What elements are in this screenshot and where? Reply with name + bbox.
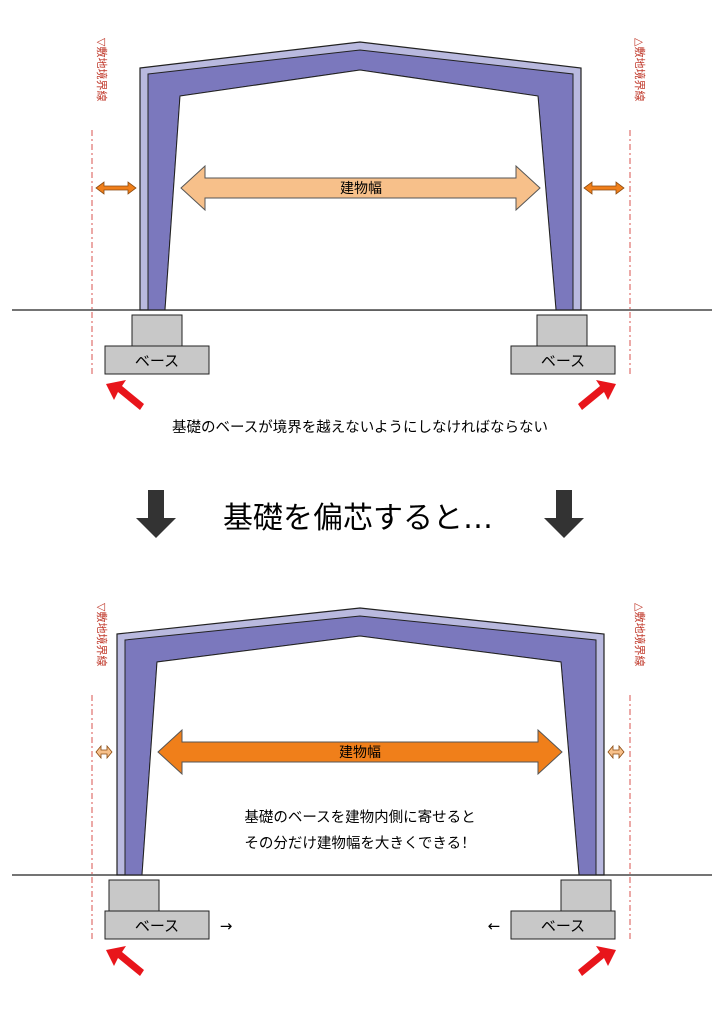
gap-arrow-left-bottom xyxy=(95,744,113,760)
down-arrow-left xyxy=(136,490,176,538)
top-caption: 基礎のベースが境界を越えないようにしなければならない xyxy=(172,418,548,436)
bottom-caption-line1: 基礎のベースを建物内側に寄せると xyxy=(244,808,475,826)
down-arrow-right xyxy=(544,490,584,538)
base-left-top xyxy=(104,345,210,375)
red-arrow-left-top xyxy=(106,380,144,410)
bottom-diagram: ▽敷地境界線 △敷地境界線 ベース → ベース ← 建物幅 基礎のベースを建物内… xyxy=(12,603,712,976)
base-right-bottom xyxy=(510,910,616,940)
base-label-right-bottom: ベース xyxy=(541,917,585,935)
building-width-arrow-bottom xyxy=(157,728,563,776)
bottom-caption-line2: その分だけ建物幅を大きくできる！ xyxy=(244,835,475,852)
pier-right-bottom xyxy=(560,879,612,912)
base-label-right-top: ベース xyxy=(541,352,585,370)
red-arrow-right-bottom xyxy=(578,946,616,976)
boundary-label-right-top: △敷地境界線 xyxy=(633,38,647,101)
red-arrow-right-top xyxy=(578,380,616,410)
pier-right-top xyxy=(536,314,588,347)
top-diagram: ▽敷地境界線 △敷地境界線 ベース ベース 建物幅 基礎のベースが境界を越えない… xyxy=(12,38,712,436)
pier-left-bottom xyxy=(108,879,160,912)
boundary-label-right-bottom: △敷地境界線 xyxy=(633,603,647,666)
gap-arrow-left-top xyxy=(95,181,137,195)
boundary-label-left-top: ▽敷地境界線 xyxy=(95,38,109,101)
shift-arrow-left: → xyxy=(220,917,233,935)
shift-arrow-right: ← xyxy=(488,917,501,935)
base-label-left-bottom: ベース xyxy=(135,917,179,935)
building-width-arrow-top xyxy=(180,164,541,212)
building-width-label-top: 建物幅 xyxy=(340,181,382,197)
base-label-left-top: ベース xyxy=(135,352,179,370)
pier-left-top xyxy=(131,314,183,347)
base-right-top xyxy=(510,345,616,375)
base-left-bottom xyxy=(104,910,210,940)
gap-arrow-right-bottom xyxy=(607,744,625,760)
building-width-label-bottom: 建物幅 xyxy=(339,745,381,761)
red-arrow-left-bottom xyxy=(106,946,144,976)
middle-heading: 基礎を偏芯すると… xyxy=(223,501,493,536)
middle-heading-group: 基礎を偏芯すると… xyxy=(136,490,584,538)
gap-arrow-right-top xyxy=(583,181,625,195)
boundary-label-left-bottom: ▽敷地境界線 xyxy=(95,603,109,666)
